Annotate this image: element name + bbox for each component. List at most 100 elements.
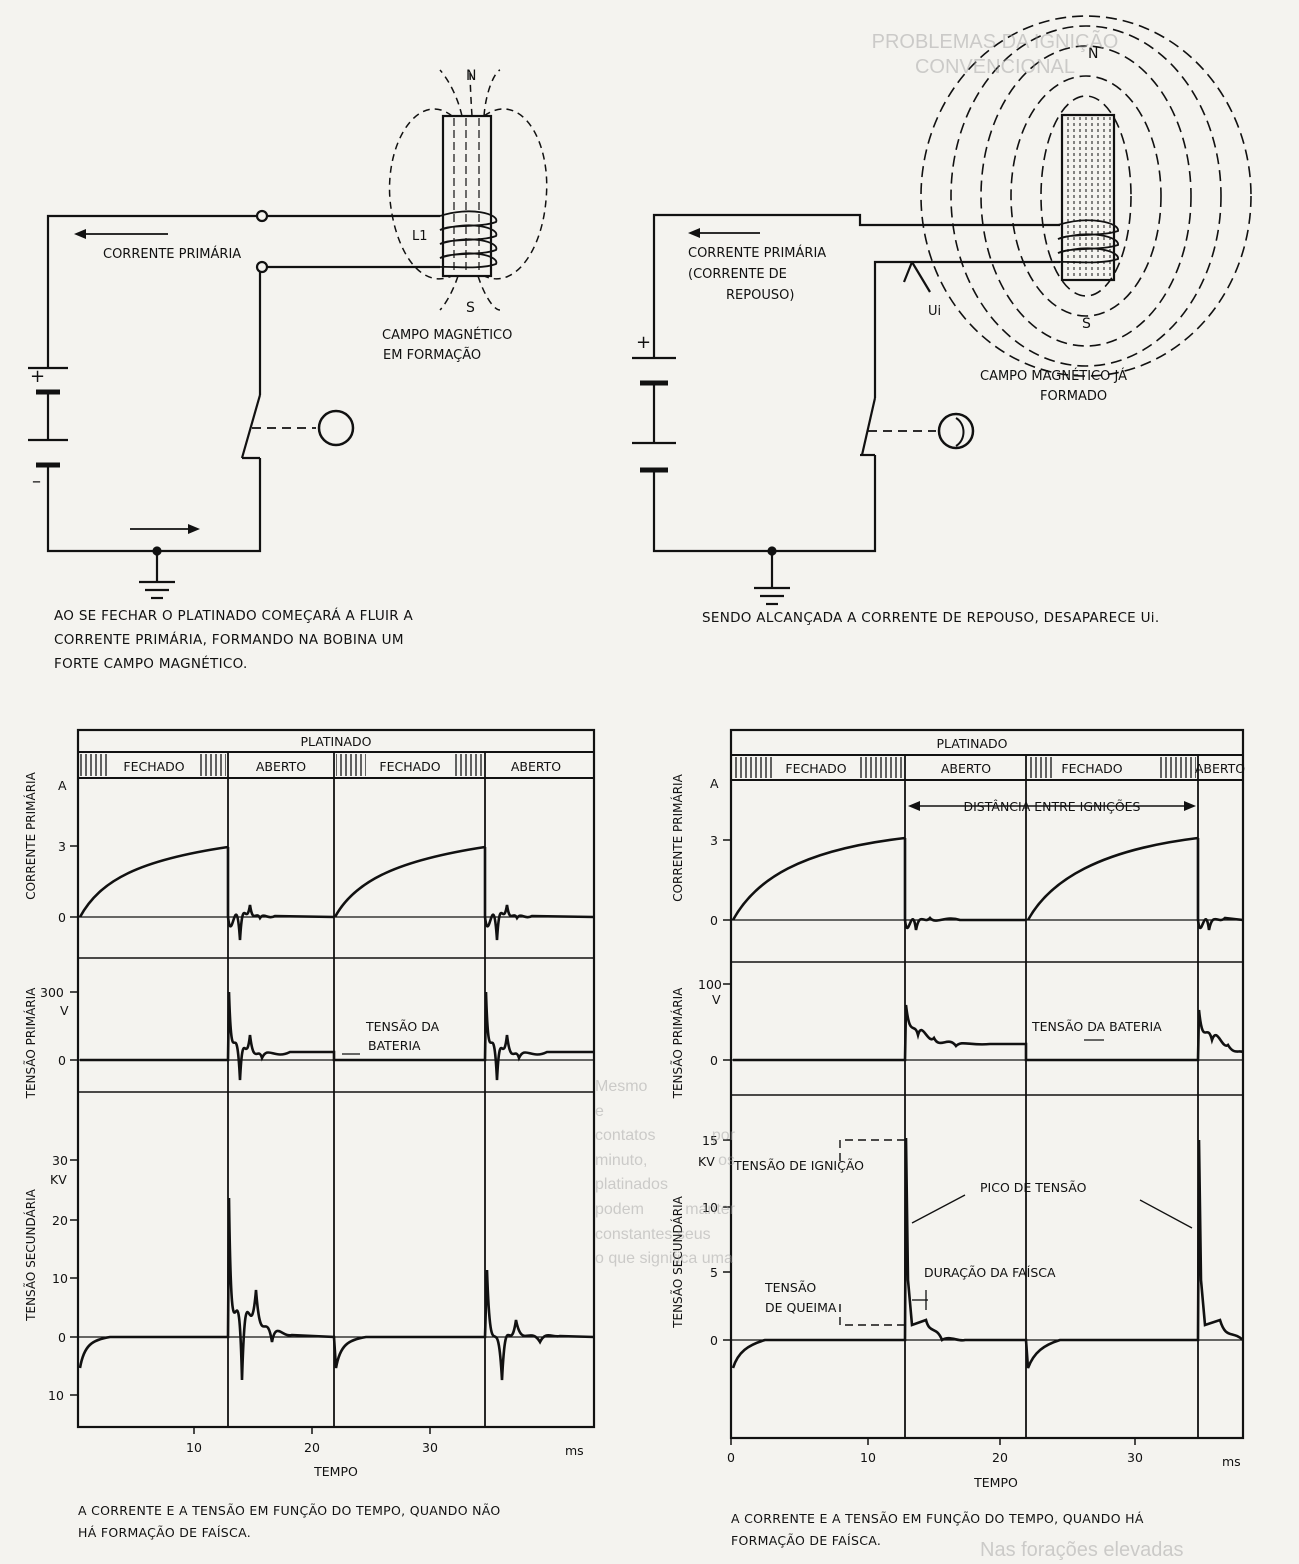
field-label: FORMADO	[1040, 389, 1107, 404]
breaker-arm	[240, 394, 262, 459]
coil-label: L1	[412, 229, 428, 244]
closing-hatch	[336, 754, 366, 776]
y-axis-label: TENSÃO SECUNDÁRIA	[670, 1195, 685, 1328]
x-tick-label: 0	[727, 1450, 735, 1465]
platinado-label: PLATINADO	[936, 736, 1007, 751]
state-label: ABERTO	[941, 761, 991, 776]
ui-label: Ui	[928, 304, 941, 319]
tick-label: 0	[58, 910, 66, 925]
burn-voltage-label: DE QUEIMA	[765, 1300, 837, 1315]
right-circuit-diagram	[632, 15, 1252, 606]
right-breaker-wire	[873, 260, 1060, 398]
background-heading: PROBLEMAS DA IGNIÇÃO CONVENCIONAL	[735, 30, 1255, 79]
right-bottom-wire	[652, 455, 877, 553]
state-label: FECHADO	[123, 759, 184, 774]
field-label: CAMPO MAGNÉTICO JÁ	[980, 368, 1127, 384]
current-label: CORRENTE PRIMÁRIA	[688, 245, 826, 261]
current-label: REPOUSO)	[726, 288, 794, 303]
tick-label: 10	[48, 1388, 64, 1403]
battery-label: TENSÃO DA	[365, 1019, 440, 1034]
terminal-bottom	[255, 260, 269, 274]
left-chart-frame	[76, 728, 596, 1429]
tick-label: 20	[52, 1213, 68, 1228]
state-label: ABERTO	[511, 759, 561, 774]
tick-label: 30	[52, 1153, 68, 1168]
platinado-label: PLATINADO	[300, 734, 371, 749]
north-label: N	[1088, 46, 1098, 62]
y-axis-label: TENSÃO PRIMÁRIA	[23, 987, 38, 1100]
caption-line: SENDO ALCANÇADA A CORRENTE DE REPOUSO, D…	[702, 610, 1160, 626]
right-chart	[723, 728, 1245, 1445]
closing-hatch	[80, 754, 110, 776]
primary-voltage-curve	[80, 991, 594, 1081]
field-label: CAMPO MAGNÉTICO	[382, 327, 512, 343]
current-label: (CORRENTE DE	[688, 267, 787, 282]
x-tick-label: 10	[186, 1440, 202, 1455]
minus-sign: –	[32, 471, 41, 492]
unit-label: KV	[698, 1154, 715, 1169]
bg-line: o que significa uma	[595, 1250, 733, 1268]
caption-line: A CORRENTE E A TENSÃO EM FUNÇÃO DO TEMPO…	[731, 1511, 1144, 1526]
plus-sign: +	[30, 366, 45, 387]
tick-label: 5	[710, 1265, 718, 1280]
tick-label: 0	[58, 1053, 66, 1068]
caption-line: AO SE FECHAR O PLATINADO COMEÇARÁ A FLUI…	[54, 608, 414, 624]
left-chart	[70, 728, 596, 1434]
primary-current-decay	[483, 847, 595, 941]
bg-line: CONVENCIONAL	[914, 55, 1076, 78]
x-tick-label: 20	[304, 1440, 320, 1455]
current-label: CORRENTE PRIMÁRIA	[103, 246, 241, 262]
top-left-wire	[46, 214, 258, 368]
tick-label: 100	[698, 977, 722, 992]
bg-line: Mesmo	[595, 1078, 648, 1095]
unit-label: A	[58, 778, 67, 793]
tick-label: 300	[40, 985, 64, 1000]
background-footer: Nas forações elevadas	[980, 1538, 1280, 1563]
right-circuit-caption: SENDO ALCANÇADA A CORRENTE DE REPOUSO, D…	[702, 606, 1159, 630]
tick-label: 0	[710, 1333, 718, 1348]
x-axis-label: TEMPO	[973, 1475, 1018, 1490]
tick-label: 3	[710, 833, 718, 848]
bg-line: Nas forações elevadas	[980, 1539, 1184, 1561]
primary-current-decay	[226, 847, 335, 941]
caption-line: HÁ FORMAÇÃO DE FAÍSCA.	[78, 1525, 251, 1540]
plus-sign: +	[636, 332, 651, 353]
right-top-wire	[652, 213, 1060, 358]
state-label: ABERTO	[1195, 761, 1245, 776]
caption-line: CORRENTE PRIMÁRIA, FORMANDO NA BOBINA UM	[54, 632, 404, 648]
y-axis-label: TENSÃO SECUNDÁRIA	[23, 1188, 38, 1321]
distance-label: DISTÂNCIA ENTRE IGNIÇÕES	[963, 799, 1140, 814]
caption-line: FORMAÇÃO DE FAÍSCA.	[731, 1533, 882, 1548]
x-tick-label: 10	[860, 1450, 876, 1465]
tick-label: 0	[710, 913, 718, 928]
burn-voltage-label: TENSÃO	[764, 1280, 816, 1295]
unit-label: A	[710, 776, 719, 791]
x-tick-label: 20	[992, 1450, 1008, 1465]
battery-label: BATERIA	[368, 1038, 421, 1053]
south-label: S	[466, 300, 475, 316]
north-label: N	[466, 68, 476, 84]
x-tick-label: 30	[422, 1440, 438, 1455]
unit-label: V	[712, 992, 721, 1007]
tick-label: 10	[702, 1200, 718, 1215]
y-axis-label: CORRENTE PRIMÁRIA	[23, 771, 38, 899]
terminal-top	[255, 209, 269, 223]
y-axis-label: CORRENTE PRIMÁRIA	[670, 773, 685, 901]
left-chart-caption: A CORRENTE E A TENSÃO EM FUNÇÃO DO TEMPO…	[78, 1500, 501, 1544]
bg-line: e	[595, 1102, 604, 1120]
bg-line: PROBLEMAS DA IGNIÇÃO	[871, 31, 1119, 53]
left-circuit-caption: AO SE FECHAR O PLATINADO COMEÇARÁ A FLUI…	[54, 604, 413, 676]
left-circuit-diagram	[28, 69, 548, 600]
x-axis-label: TEMPO	[313, 1464, 358, 1479]
primary-current-curve	[333, 845, 486, 918]
x-tick-label: 30	[1127, 1450, 1143, 1465]
bg-line: contatos por minuto, os platinados	[595, 1127, 735, 1194]
state-label: FECHADO	[379, 759, 440, 774]
tick-label: 0	[710, 1053, 718, 1068]
state-label: FECHADO	[785, 761, 846, 776]
ignition-label: TENSÃO DE IGNIÇÃO	[733, 1158, 864, 1173]
field-label: EM FORMAÇÃO	[383, 347, 481, 363]
spark-duration-label: DURAÇÃO DA FAÍSCA	[924, 1265, 1056, 1280]
right-chart-caption: A CORRENTE E A TENSÃO EM FUNÇÃO DO TEMPO…	[731, 1508, 1144, 1552]
caption-line: FORTE CAMPO MAGNÉTICO.	[54, 656, 248, 672]
